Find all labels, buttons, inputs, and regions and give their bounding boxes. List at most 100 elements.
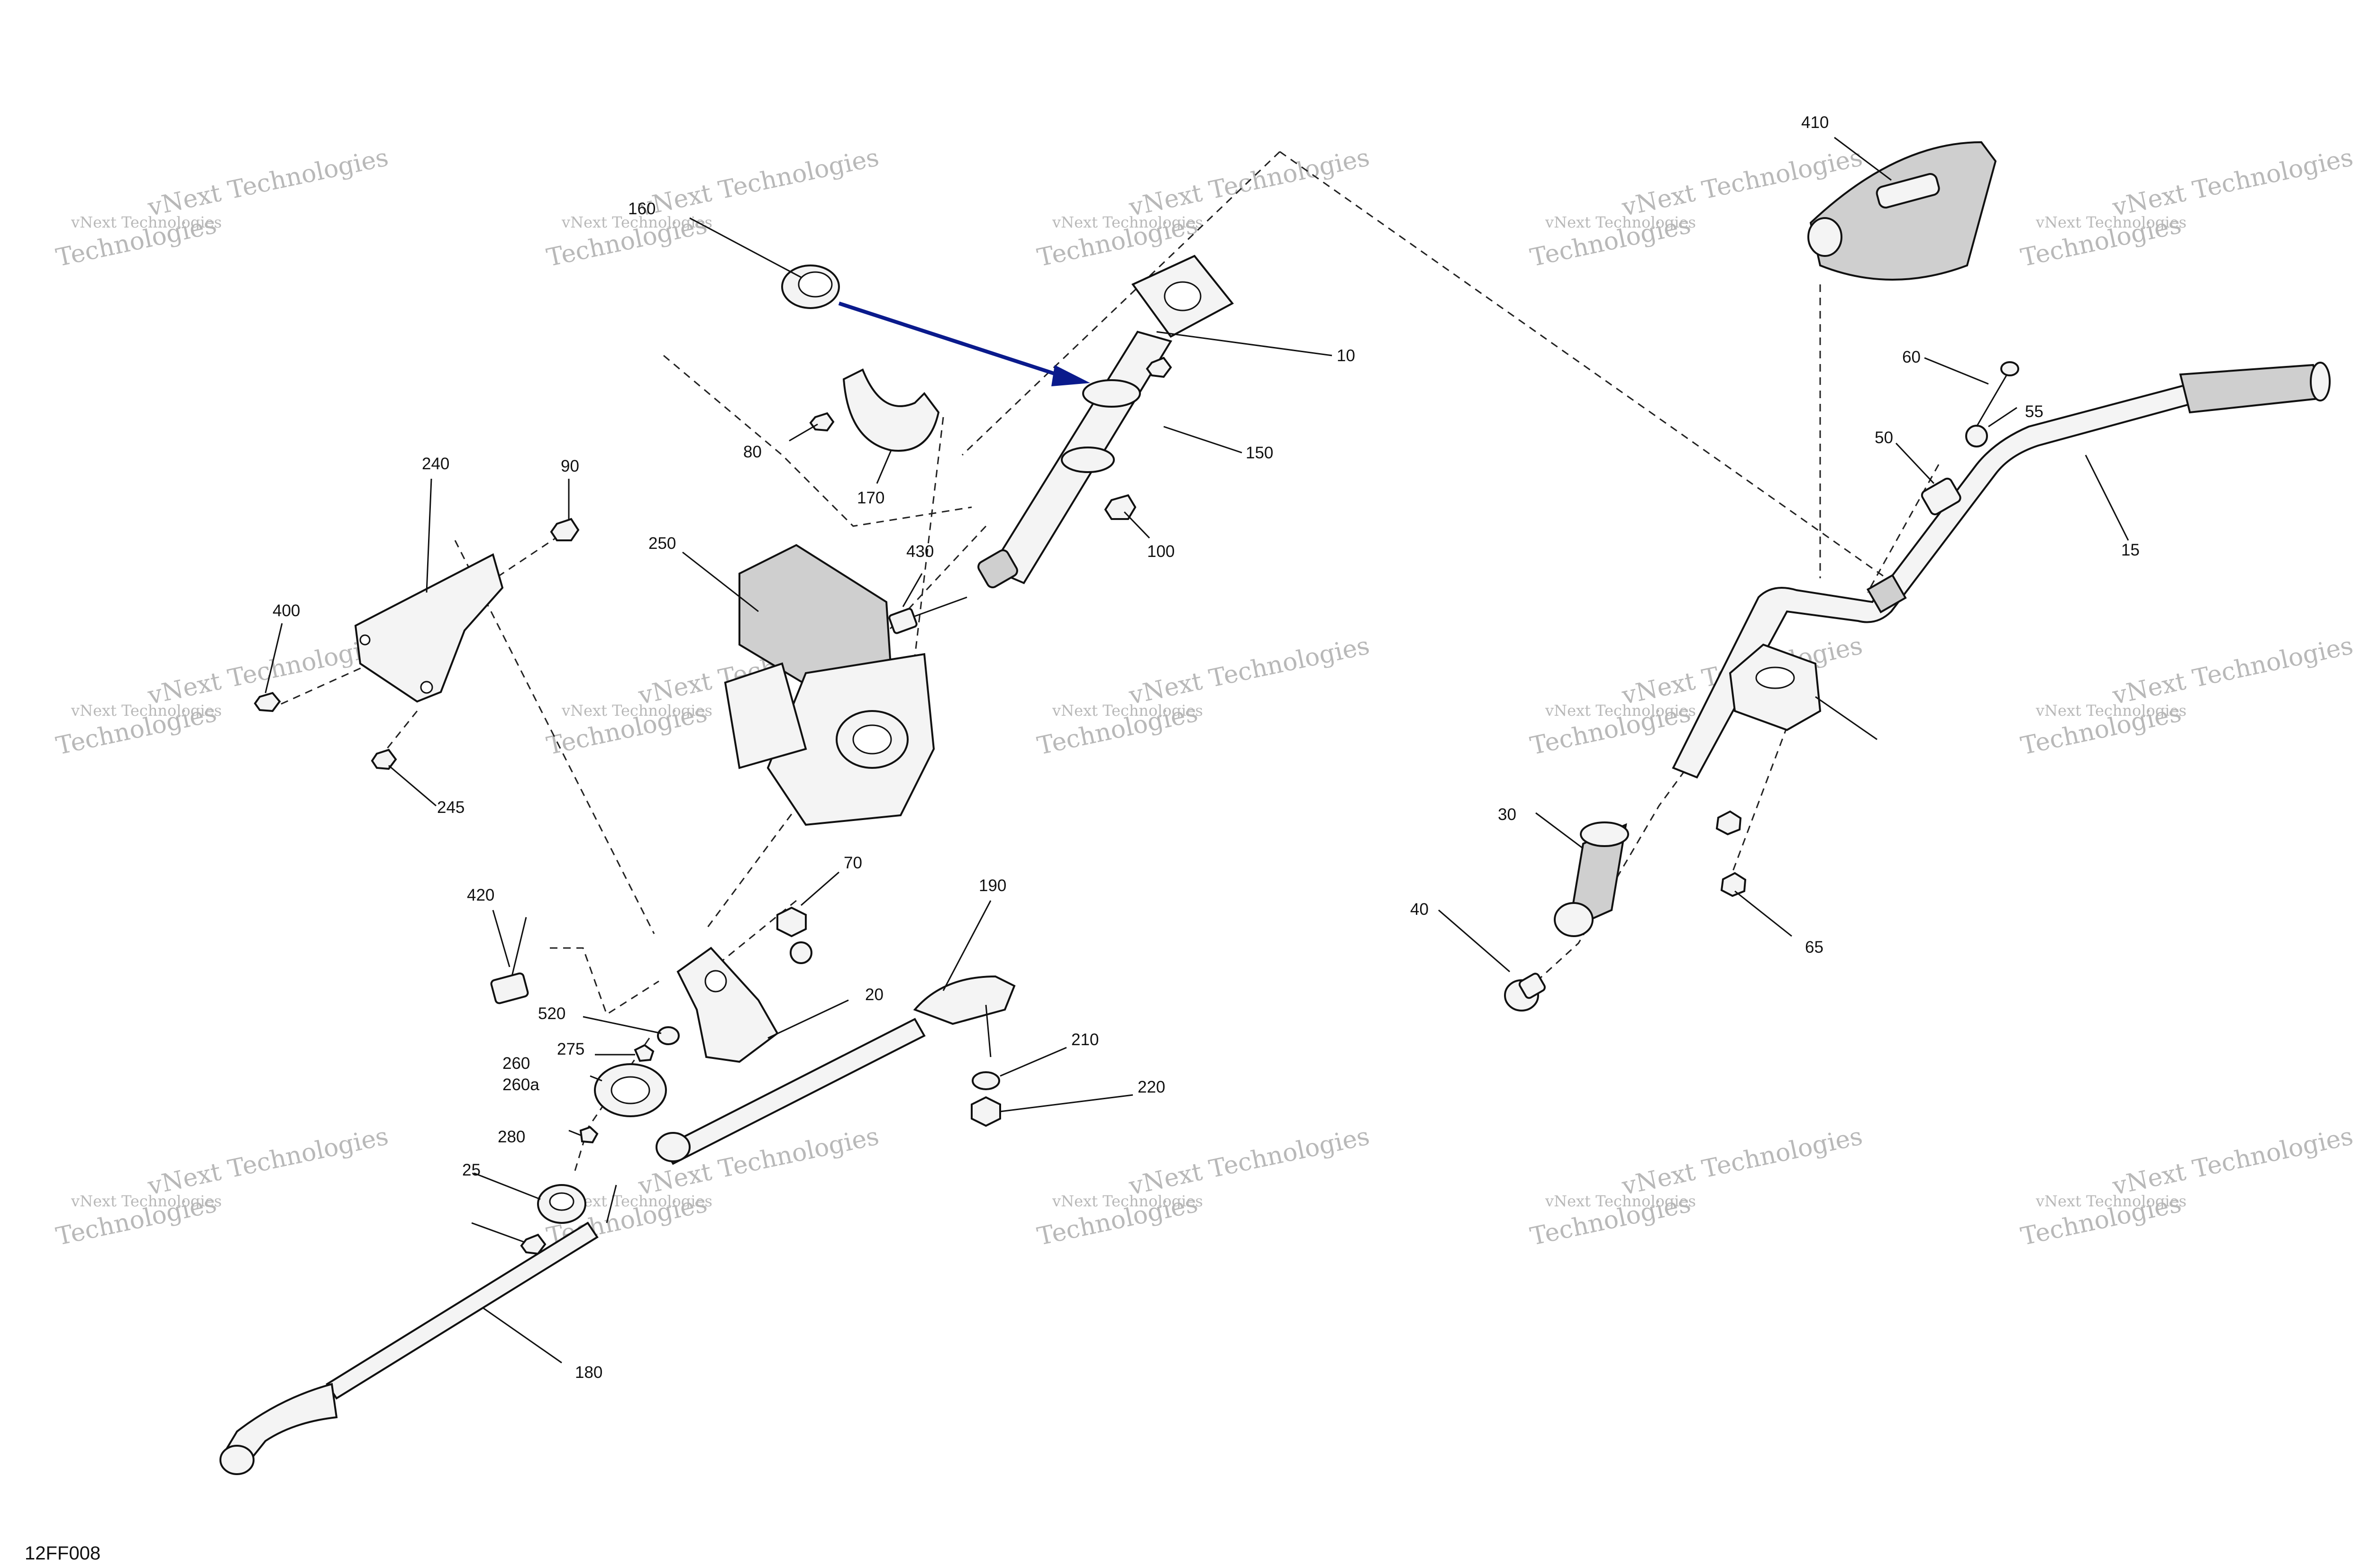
part-label-400: 420 (467, 886, 494, 904)
bolt-60 (1976, 369, 2011, 427)
nut-275 (634, 1044, 655, 1062)
part-label-80: 80 (743, 443, 762, 461)
watermark-text-large: vNext Technologies (145, 1122, 391, 1201)
part-label-245: 245 (437, 798, 465, 817)
part-label-420: 520 (538, 1004, 565, 1023)
washer-55 (1965, 425, 1988, 447)
watermark-text-large: vNext Technologies (1126, 1122, 1372, 1201)
part-label-275: 275 (557, 1040, 584, 1058)
part-label-65: 65 (1805, 938, 1823, 957)
watermark-text-large: vNext Technologies (1619, 1122, 1865, 1201)
part-label-160: 160 (628, 200, 656, 218)
watermark-text: vNext Technologies (1545, 1192, 1696, 1210)
watermark-text: vNext Technologies (71, 1192, 222, 1210)
watermark-text-large: vNext Technologies (1126, 631, 1372, 710)
nut-100 (1104, 494, 1137, 520)
power-steering-unit-250 (724, 544, 935, 826)
tie-rod-180 (219, 1185, 617, 1475)
part-label-170: 170 (857, 489, 884, 507)
clamp-50 (1921, 477, 1961, 516)
bracket-240 (354, 553, 504, 703)
leader-lines (264, 137, 2129, 1364)
watermark-text: vNext Technologies (71, 213, 222, 231)
watermark-text: vNext Technologies (1545, 702, 1696, 720)
nut-70 (776, 906, 807, 938)
part-label-30: 30 (1498, 805, 1516, 824)
washer-210 (972, 1071, 1000, 1090)
watermark-text: vNext Technologies (2035, 1192, 2187, 1210)
part-label-220: 220 (1138, 1078, 1165, 1096)
bolt-245 (371, 748, 397, 770)
watermark-text-large: vNext Technologies (636, 143, 882, 222)
part-label-20: 20 (865, 985, 884, 1004)
part-label-15: 15 (2121, 541, 2140, 559)
handlebar-15 (1672, 362, 2331, 779)
watermark-text-large: vNext Technologies (2110, 631, 2356, 710)
watermark-text-large: vNext Technologies (145, 143, 391, 222)
parts-layer (219, 141, 2331, 1475)
part-label-90: 90 (561, 457, 579, 475)
watermark-text: vNext Technologies (561, 1192, 712, 1210)
part-label-410: 430 (906, 542, 934, 561)
part-label-260: 260 (502, 1054, 530, 1073)
nut-80 (809, 412, 835, 432)
part-label-180: 180 (575, 1363, 602, 1382)
nut-65b (1720, 872, 1747, 897)
part-labels: 160 10 80 170 150 100 90 240 400 245 250… (273, 113, 2140, 1382)
clamp-170 (842, 368, 940, 452)
watermark-text: vNext Technologies (1052, 1192, 1203, 1210)
watermark-text: vNext Technologies (2035, 702, 2187, 720)
steering-column-10 (977, 255, 1234, 589)
grip-30 (1554, 821, 1629, 937)
part-label-40: 40 (1410, 900, 1429, 919)
watermark-text: vNext Technologies (561, 702, 712, 720)
bolt-150 (1146, 356, 1172, 378)
assembly-lines (265, 151, 1940, 1176)
pitman-arm-20 (676, 947, 779, 1063)
tie-rod-190 (656, 975, 1016, 1165)
part-label-100: 100 (1147, 542, 1175, 561)
part-label-320: 400 (273, 602, 300, 620)
part-label-280: 280 (498, 1128, 525, 1146)
part-label-10: 10 (1337, 346, 1355, 365)
watermark-text-large: vNext Technologies (2110, 143, 2356, 222)
watermark-text: vNext Technologies (1052, 213, 1203, 231)
bolt-410 (914, 596, 967, 617)
part-label-50: 50 (1875, 428, 1893, 447)
watermark-text: vNext Technologies (71, 702, 222, 720)
washer-420 (657, 1026, 680, 1045)
nut-65a (1715, 810, 1742, 836)
watermark-text-large: vNext Technologies (1126, 143, 1372, 222)
part-label-60: 60 (1902, 348, 1921, 366)
part-label-150: 150 (1246, 444, 1273, 462)
watermark-text: vNext Technologies (1545, 213, 1696, 231)
nut-90 (550, 518, 580, 541)
nut-220 (971, 1096, 1001, 1127)
assembly-arrow (838, 301, 1090, 386)
part-label-210: 210 (1071, 1030, 1099, 1049)
washer-70 (790, 941, 812, 964)
watermark-text-large: vNext Technologies (2110, 1122, 2356, 1201)
part-label-70: 70 (844, 854, 862, 872)
part-label-240: 240 (422, 455, 449, 473)
bolt-280 (579, 1126, 599, 1144)
part-label-250: 250 (648, 534, 676, 553)
part-label-55: 55 (2025, 402, 2043, 421)
part-label-350: 410 (1801, 113, 1829, 132)
watermark-text: vNext Technologies (561, 213, 712, 231)
handlebar-pad-350 (1807, 141, 1997, 281)
part-label-25: 25 (462, 1161, 481, 1179)
